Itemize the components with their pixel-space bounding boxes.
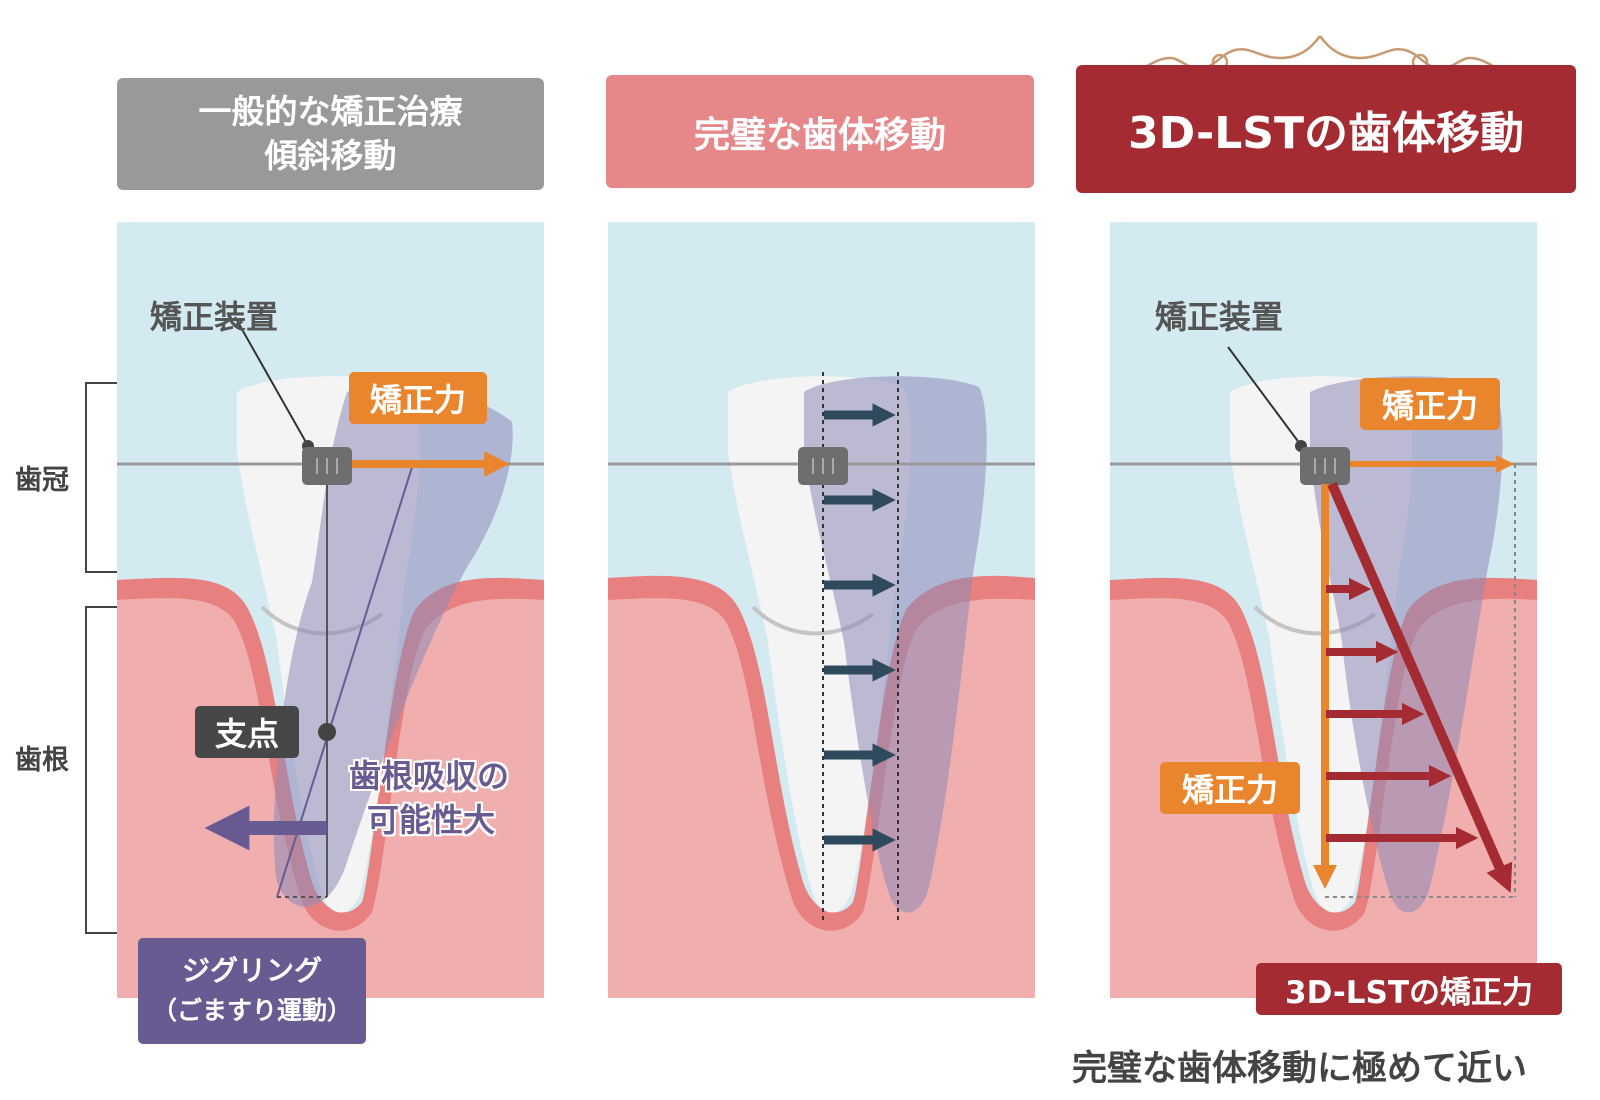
- header-perfect-bodily-movement: 完璧な歯体移動: [606, 75, 1034, 188]
- resorption-line1: 歯根吸収の: [349, 757, 510, 795]
- lst-force-arrows: [1326, 577, 1479, 850]
- force-label-left: 矯正力: [349, 372, 487, 424]
- header-left-line1: 一般的な矯正治療: [198, 92, 463, 131]
- force-label-right-top: 矯正力: [1360, 378, 1500, 430]
- uniform-force-arrows: [824, 403, 896, 852]
- header-3d-lst-movement: 3D-LSTの歯体移動: [1076, 65, 1576, 193]
- fulcrum-label: 支点: [195, 706, 299, 758]
- tooth-tipped-shadow: [273, 383, 513, 907]
- jiggling-line1: ジグリング: [181, 954, 322, 987]
- gum: [117, 598, 544, 998]
- resorption-line2: 可能性大: [367, 801, 496, 839]
- crown-root-brackets: [85, 382, 126, 934]
- footer-text: 完璧な歯体移動に極めて近い: [1072, 1049, 1528, 1089]
- header-left-line2: 傾斜移動: [264, 136, 397, 175]
- appliance-label-left: 矯正装置: [150, 298, 279, 336]
- jiggling-line2: （ごますり運動）: [151, 996, 352, 1025]
- jiggling-label: ジグリング （ごますり運動）: [138, 938, 366, 1044]
- lst-diagram: [1110, 222, 1537, 998]
- header-tipping-movement: 一般的な矯正治療 傾斜移動: [117, 78, 544, 190]
- header-right-text: 3D-LSTの歯体移動: [1128, 108, 1524, 159]
- crown-label: 歯冠: [15, 465, 69, 496]
- 3d-lst-panel: 矯正装置 矯正力 矯正力: [1110, 222, 1537, 998]
- bodily-diagram: [608, 222, 1035, 998]
- tooth-translated-shadow: [804, 376, 987, 913]
- root-label: 歯根: [15, 745, 69, 776]
- force-label-right-left: 矯正力: [1160, 762, 1300, 814]
- tipping-movement-panel: 矯正装置 矯正力 支点 歯根吸収の 可能性大: [117, 222, 544, 998]
- 3d-lst-force-label: 3D-LSTの矯正力: [1256, 963, 1562, 1015]
- fulcrum-point: [318, 723, 336, 741]
- perfect-bodily-panel: [608, 222, 1035, 998]
- header-middle-text: 完璧な歯体移動: [693, 114, 946, 156]
- appliance-label-right: 矯正装置: [1155, 298, 1284, 336]
- tipping-diagram: [117, 222, 544, 998]
- resorption-label: 歯根吸収の 可能性大: [349, 754, 509, 842]
